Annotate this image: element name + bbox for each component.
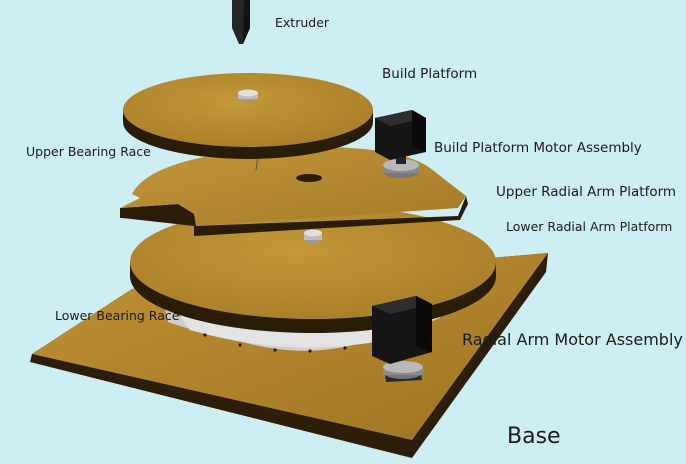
label-build-platform: Build Platform: [382, 66, 478, 82]
extruder: [232, 0, 250, 44]
label-lower-bearing-race: Lower Bearing Race: [55, 308, 180, 323]
label-base: Base: [507, 424, 561, 449]
build-platform-motor-assembly: [375, 110, 426, 178]
upper-radial-arm-platform: [120, 146, 468, 236]
label-lower-radial-arm-platform: Lower Radial Arm Platform: [506, 219, 673, 234]
label-radial-arm-motor-assembly: Radial Arm Motor Assembly: [462, 330, 683, 349]
label-upper-radial-arm-platform: Upper Radial Arm Platform: [496, 184, 677, 200]
label-upper-bearing-race: Upper Bearing Race: [26, 144, 151, 159]
radial-arm-motor-assembly: [372, 296, 432, 382]
label-build-platform-motor-assembly: Build Platform Motor Assembly: [434, 140, 642, 156]
label-extruder: Extruder: [275, 15, 330, 30]
build-platform: [123, 73, 373, 159]
